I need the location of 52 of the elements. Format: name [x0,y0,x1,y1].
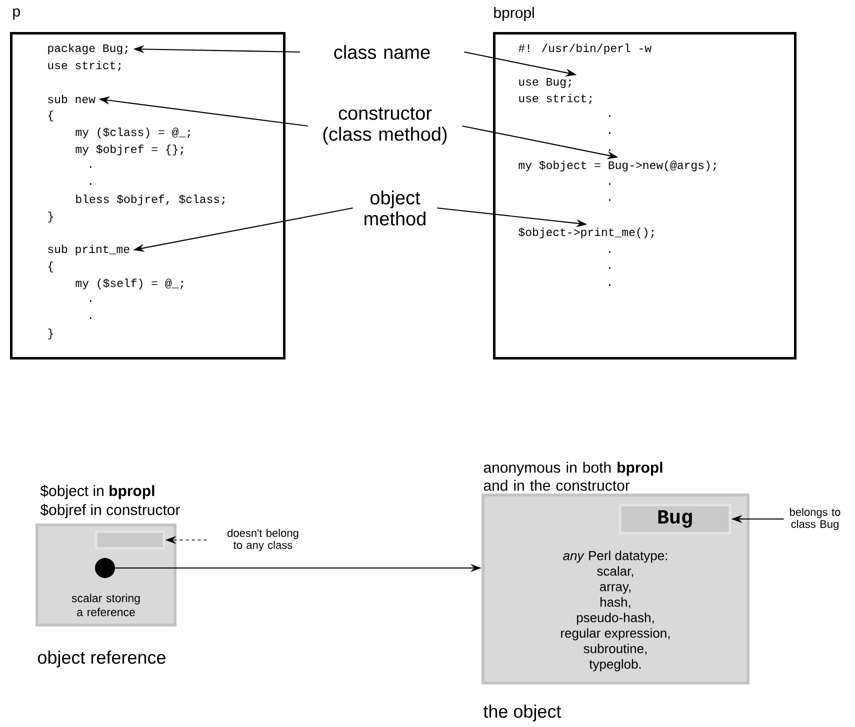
code-line: my $object = Bug->new(@args); [518,160,716,172]
node-label: array, [600,584,630,594]
code-line: . [609,183,610,185]
code-line: . [609,267,610,269]
code-line: use Bug; [519,78,571,88]
code-line: my $objref = {}; [76,144,184,156]
code-line: package Bug; [48,44,128,54]
box-caption: object reference [38,650,166,668]
box-heading: $objref in constructor [40,504,180,518]
node-label: hash, [600,597,630,608]
code-line: . [90,166,92,168]
code-line: { [48,110,54,122]
code-line: { [48,262,54,272]
code-line: sub new [48,94,96,104]
code-line: . [90,317,92,319]
node-label: regular expression, [561,628,670,640]
code-line: . [609,115,610,117]
code-line: } [48,212,53,222]
code-line: bless $objref, $class; [76,194,224,206]
code-line: . [609,149,610,151]
note-text: belongs to class Bug [790,508,840,530]
node-label: pseudo-hash, [576,612,654,625]
code-line: use strict; [48,60,121,72]
code-line: . [90,300,92,302]
box-heading: anonymous in both bpropl and in the constructor [484,462,662,491]
callout-label: object method [364,190,426,226]
note-text: doesn't belong to any class [228,528,298,552]
callout-label: constructor (class method) [323,107,447,145]
node-label: typeglob. [589,659,641,672]
box-title: bpropl [494,7,534,21]
node-label: subroutine, [584,644,646,655]
class-tag: Bug [618,504,732,534]
class-slot [94,530,166,550]
code-line: $object->print_me(); [518,228,654,238]
code-line: . [609,251,610,253]
code-line: use strict; [519,94,592,104]
code-line: . [609,284,610,286]
code-line: . [609,199,610,201]
code-line: . [609,132,610,134]
box-caption: the object [483,704,562,722]
node-label: scalar, [597,566,634,578]
box-title: p [13,8,20,20]
node-label: any Perl datatype: [563,550,668,563]
code-line: #! /usr/bin/perl -w [518,44,652,54]
reference-dot [95,558,115,578]
box-heading: $object in bpropl [40,484,154,500]
code-line: my ($class) = @_; [76,128,190,138]
callout-label: class name [334,45,430,59]
code-line: sub print_me [48,244,130,256]
code-line: my ($self) = @_; [76,278,184,290]
code-line: } [48,328,53,340]
code-line: . [90,183,92,185]
